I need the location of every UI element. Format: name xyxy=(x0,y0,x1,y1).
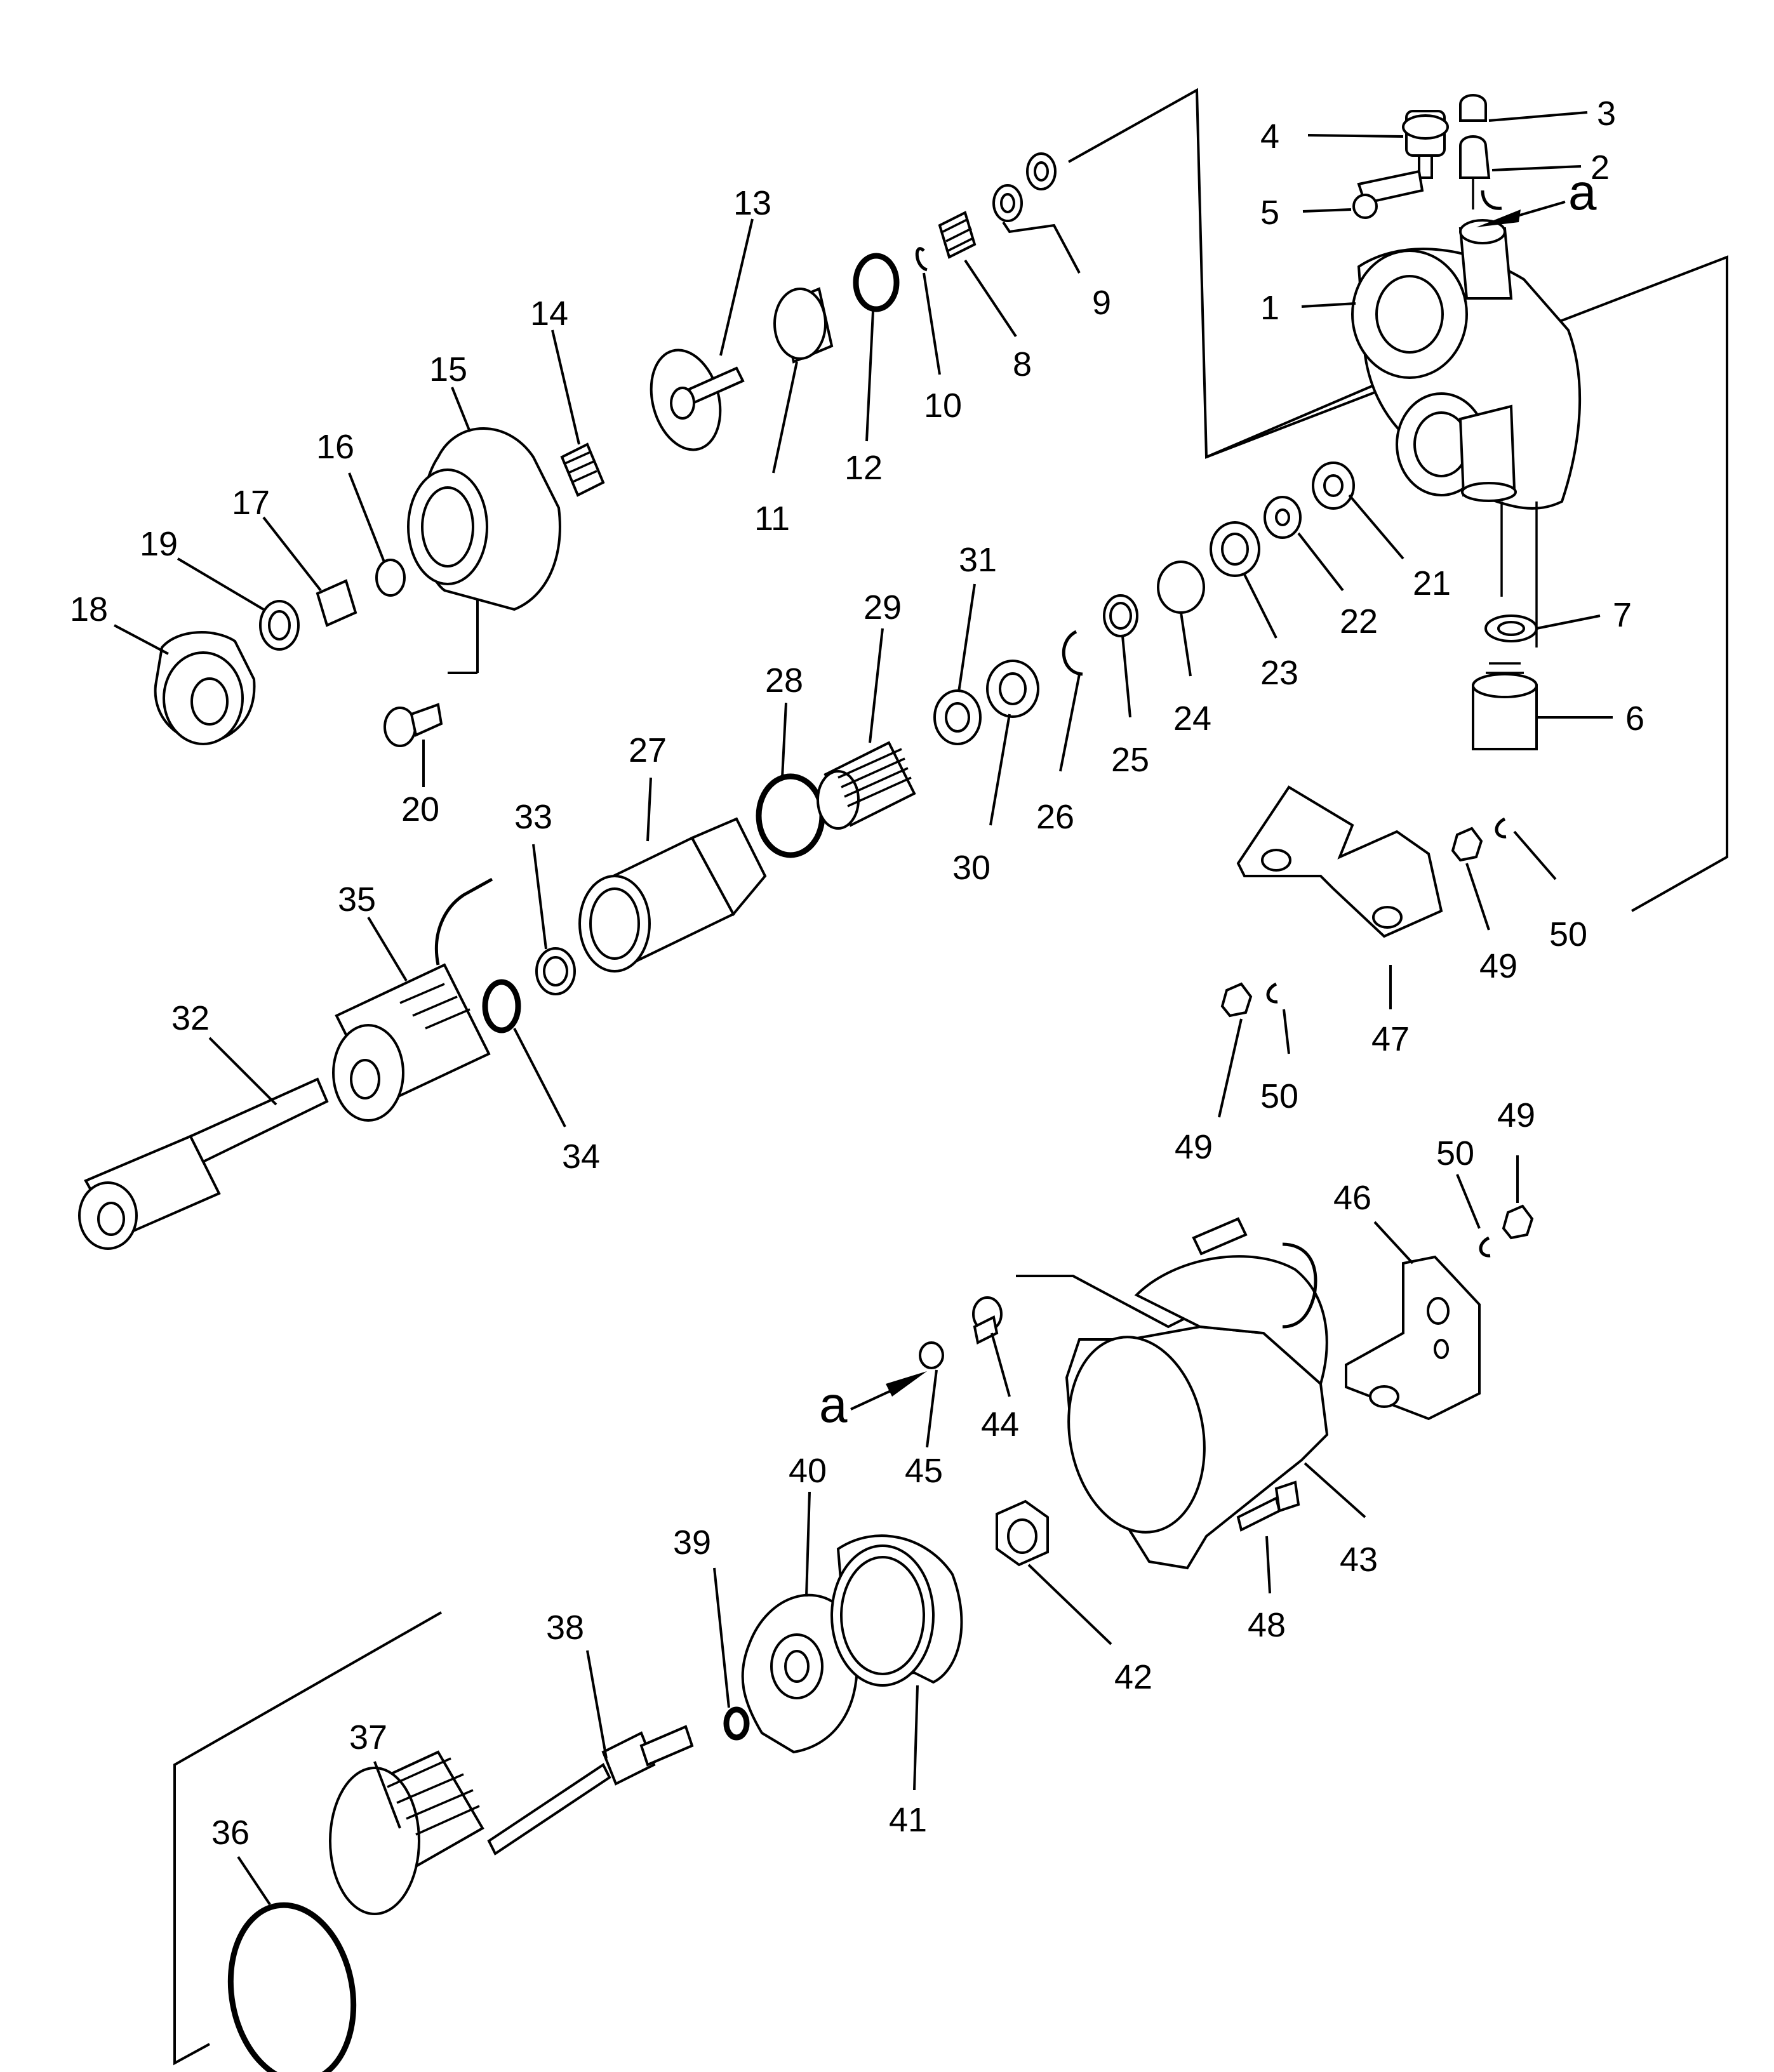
callout-16: 16 xyxy=(316,428,354,466)
callout-22: 22 xyxy=(1340,602,1378,641)
callout-21: 21 xyxy=(1413,564,1451,602)
callout-35: 35 xyxy=(338,880,376,919)
callout-19: 19 xyxy=(140,525,178,563)
callout-32: 32 xyxy=(171,999,210,1037)
top-fittings xyxy=(1352,94,1502,219)
spring-14 xyxy=(560,442,605,497)
callout-33: 33 xyxy=(514,798,552,836)
callout-46: 46 xyxy=(1333,1179,1371,1217)
callout-8: 8 xyxy=(1013,345,1032,383)
bolt-20 xyxy=(383,703,443,747)
callout-48: 48 xyxy=(1248,1606,1286,1644)
nuts-washers xyxy=(1220,817,1534,1258)
valve-body xyxy=(1351,219,1582,648)
small-rings-upper xyxy=(773,152,1355,676)
callout-49a: 49 xyxy=(1479,947,1517,985)
sleeve-assembly xyxy=(578,660,1039,973)
fitting-6-7 xyxy=(1472,614,1538,750)
callout-13: 13 xyxy=(733,184,771,222)
cylinder-housing-43 xyxy=(1065,1217,1329,1570)
cover-and-diaphragm xyxy=(227,1534,963,2072)
callout-12: 12 xyxy=(844,449,883,487)
callout-27: 27 xyxy=(629,731,667,769)
hardware-42-44-45-48 xyxy=(919,1296,1300,1567)
callout-4: 4 xyxy=(1260,117,1279,156)
callout-28: 28 xyxy=(765,661,803,700)
brackets xyxy=(1236,785,1481,1421)
callout-31: 31 xyxy=(959,541,997,579)
callout-45: 45 xyxy=(905,1452,943,1490)
callout-30: 30 xyxy=(952,849,990,887)
callout-7: 7 xyxy=(1613,596,1632,634)
callout-25: 25 xyxy=(1111,741,1149,779)
callout-3: 3 xyxy=(1597,95,1616,133)
callout-39: 39 xyxy=(673,1524,711,1562)
callout-17: 17 xyxy=(232,484,270,522)
callout-23: 23 xyxy=(1260,654,1298,692)
reference-a-bottom: a xyxy=(819,1376,848,1433)
reference-a-top: a xyxy=(1568,164,1597,220)
flange-15 xyxy=(407,427,561,611)
callout-6: 6 xyxy=(1625,700,1644,738)
callout-43: 43 xyxy=(1340,1541,1378,1579)
callout-50b: 50 xyxy=(1260,1077,1298,1115)
valve-poppet-13 xyxy=(650,349,745,451)
callout-10: 10 xyxy=(924,387,962,425)
callout-40: 40 xyxy=(789,1452,827,1490)
callout-24: 24 xyxy=(1173,700,1211,738)
callout-18: 18 xyxy=(70,590,108,628)
callout-50c: 50 xyxy=(1436,1134,1474,1172)
callout-38: 38 xyxy=(546,1609,584,1647)
callout-5: 5 xyxy=(1260,194,1279,232)
callout-36: 36 xyxy=(211,1814,250,1852)
solenoid-assembly xyxy=(78,877,576,1250)
callout-20: 20 xyxy=(401,790,439,828)
callout-44: 44 xyxy=(981,1405,1019,1444)
callout-2: 2 xyxy=(1591,149,1610,187)
part-graphics xyxy=(78,94,1582,2072)
callout-11: 11 xyxy=(754,500,790,538)
callout-26: 26 xyxy=(1036,798,1074,836)
callout-1: 1 xyxy=(1260,289,1279,327)
callout-37: 37 xyxy=(349,1718,387,1757)
callout-9: 9 xyxy=(1092,284,1111,322)
callout-15: 15 xyxy=(429,350,467,388)
callout-41: 41 xyxy=(889,1801,927,1839)
callout-47: 47 xyxy=(1371,1020,1410,1058)
reference-marks: a a xyxy=(819,164,1597,1433)
callout-29: 29 xyxy=(864,588,902,627)
callout-14: 14 xyxy=(530,295,568,333)
plug-assembly xyxy=(154,559,406,745)
callouts: 1 2 3 4 5 6 7 8 9 10 11 12 13 xyxy=(70,95,1644,1906)
callout-50a: 50 xyxy=(1549,915,1587,953)
callout-42: 42 xyxy=(1114,1658,1152,1696)
callout-49c: 49 xyxy=(1497,1096,1535,1134)
callout-49b: 49 xyxy=(1175,1128,1213,1166)
callout-34: 34 xyxy=(562,1138,600,1176)
